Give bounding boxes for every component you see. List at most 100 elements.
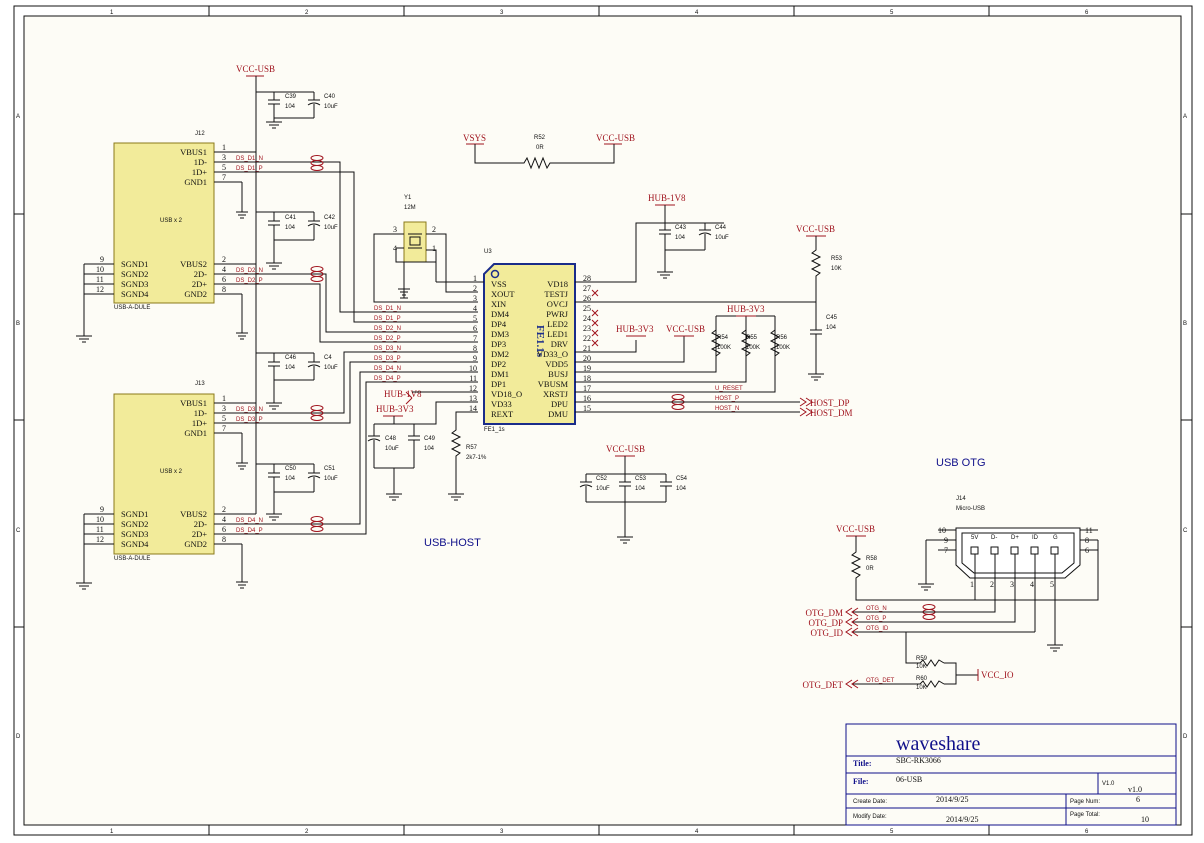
u3-pin-7: DP3 [491,339,506,349]
u3-pin-19: BUSJ [548,369,569,379]
r56-ref: R56 [776,335,788,341]
j12-pin-vbus1: VBUS1 [180,147,207,157]
port-otg-dm: OTG_DM [806,608,844,618]
j12-pin-sgnd3: SGND3 [121,279,148,289]
col-3-top: 3 [500,10,504,16]
j13-ref: J13 [195,381,205,387]
sig-u-reset: U_RESET [715,386,743,392]
u3-pin-28: VD18 [547,279,568,289]
page-num-label: Page Num: [1070,799,1100,805]
j13-pin-vbus1: VBUS1 [180,398,207,408]
u3-pin-3: XIN [491,299,506,309]
svg-text:9: 9 [100,255,104,264]
svg-text:7: 7 [222,424,226,433]
c41-ref: C41 [285,215,297,221]
u3-num-23: 23 [583,324,591,333]
r52-ref: R52 [534,135,546,141]
c4-ref: C4 [324,355,332,361]
sig-ds-d4-n-hub: DS_D4_N [374,366,401,372]
vcc-usb-label-c52: VCC-USB [606,444,645,454]
sig-otg-id: OTG_ID [866,626,889,632]
r58: VCC-USB R58 0R [836,524,975,601]
vd-caps-c48-c49: HUB-1V8 HUB-3V3 C48 10uF C49 104 [367,389,478,501]
port-otg-dp: OTG_DP [808,618,843,628]
svg-text:6: 6 [222,275,226,284]
j13-pin-2dm: 2D- [194,519,207,529]
svg-text:9: 9 [100,505,104,514]
u3-num-18: 18 [583,374,591,383]
svg-text:6: 6 [1085,546,1089,555]
u3-num-11: 11 [469,374,477,383]
svg-text:1: 1 [432,244,436,253]
file-label: File: [853,777,869,786]
c52-ref: C52 [596,476,608,482]
c42-value: 10uF [324,225,338,231]
j12-pin-1dp: 1D+ [192,167,207,177]
u3-num-8: 8 [473,344,477,353]
j13-pin-sgnd2: SGND2 [121,519,148,529]
j13-body-label: USB x 2 [160,469,183,475]
c49-value: 104 [424,446,435,452]
c4-value: 10uF [324,365,338,371]
row-c-right: C [1183,528,1188,534]
svg-text:1: 1 [222,143,226,152]
sig-otg-p: OTG_P [866,616,886,622]
u3-pin-1: VSS [491,279,507,289]
modify-date-value: 2014/9/25 [946,815,978,824]
c54-value: 104 [676,486,687,492]
u3-num-17: 17 [583,384,591,393]
hub-3v3-label-c48: HUB-3V3 [376,404,414,414]
col-6-bottom: 6 [1085,829,1089,835]
row-c-left: C [16,528,21,534]
j12-body-label: USB x 2 [160,218,183,224]
inner-border [23,15,1182,826]
u3-num-12: 12 [469,384,477,393]
u3-num-3: 3 [473,294,477,303]
u3-num-24: 24 [583,314,591,323]
vsys-label: VSYS [463,133,486,143]
svg-text:3: 3 [1010,580,1014,589]
r55-ref: R55 [746,335,758,341]
sig-ds-d4-p-hub: DS_D4_P [374,376,401,382]
u3-pin-18: VBUSM [538,379,569,389]
sig-otg-det: OTG_DET [866,678,895,684]
zone-ticks [14,6,1192,835]
c48-value: 10uF [385,446,399,452]
c44-value: 10uF [715,235,729,241]
u3-pin-9: DP2 [491,359,506,369]
svg-text:1: 1 [222,394,226,403]
port-host-dm: HOST_DM [810,408,853,418]
sig-ds-d1-n-hub: DS_D1_N [374,306,401,312]
u3-name: FE1.1s [534,325,546,358]
u3-pin-17: XRSTJ [543,389,569,399]
r57: R57 2k7-1% [448,411,487,501]
svg-text:12: 12 [96,535,104,544]
u3-pin-25: PWRJ [546,309,568,319]
col-6-top: 6 [1085,10,1089,16]
u3-num-5: 5 [473,314,477,323]
hub-3v3-label-right: HUB-3V3 [727,304,765,314]
vcc-usb-label-mid: VCC-USB [666,324,705,334]
r53-value: 10K [831,266,842,272]
j12-pin-sgnd1: SGND1 [121,259,148,269]
u3-num-9: 9 [473,354,477,363]
create-date-label: Create Date: [853,799,887,805]
r58-ref: R58 [866,556,878,562]
j13-pin-1dm: 1D- [194,408,207,418]
svg-text:11: 11 [96,275,104,284]
svg-text:3: 3 [393,225,397,234]
r57-ref: R57 [466,445,478,451]
u3-num-16: 16 [583,394,591,403]
c50-ref: C50 [285,466,297,472]
port-otg-det: OTG_DET [803,680,844,690]
u3-pin-14: REXT [491,409,514,419]
u3-num-7: 7 [473,334,477,343]
r54-ref: R54 [717,335,729,341]
usb-otg-label: USB OTG [936,457,986,469]
col-1-top: 1 [110,10,114,16]
svg-text:11: 11 [96,525,104,534]
title-label: Title: [853,759,872,768]
svg-text:1: 1 [970,580,974,589]
svg-text:4: 4 [1030,580,1034,589]
